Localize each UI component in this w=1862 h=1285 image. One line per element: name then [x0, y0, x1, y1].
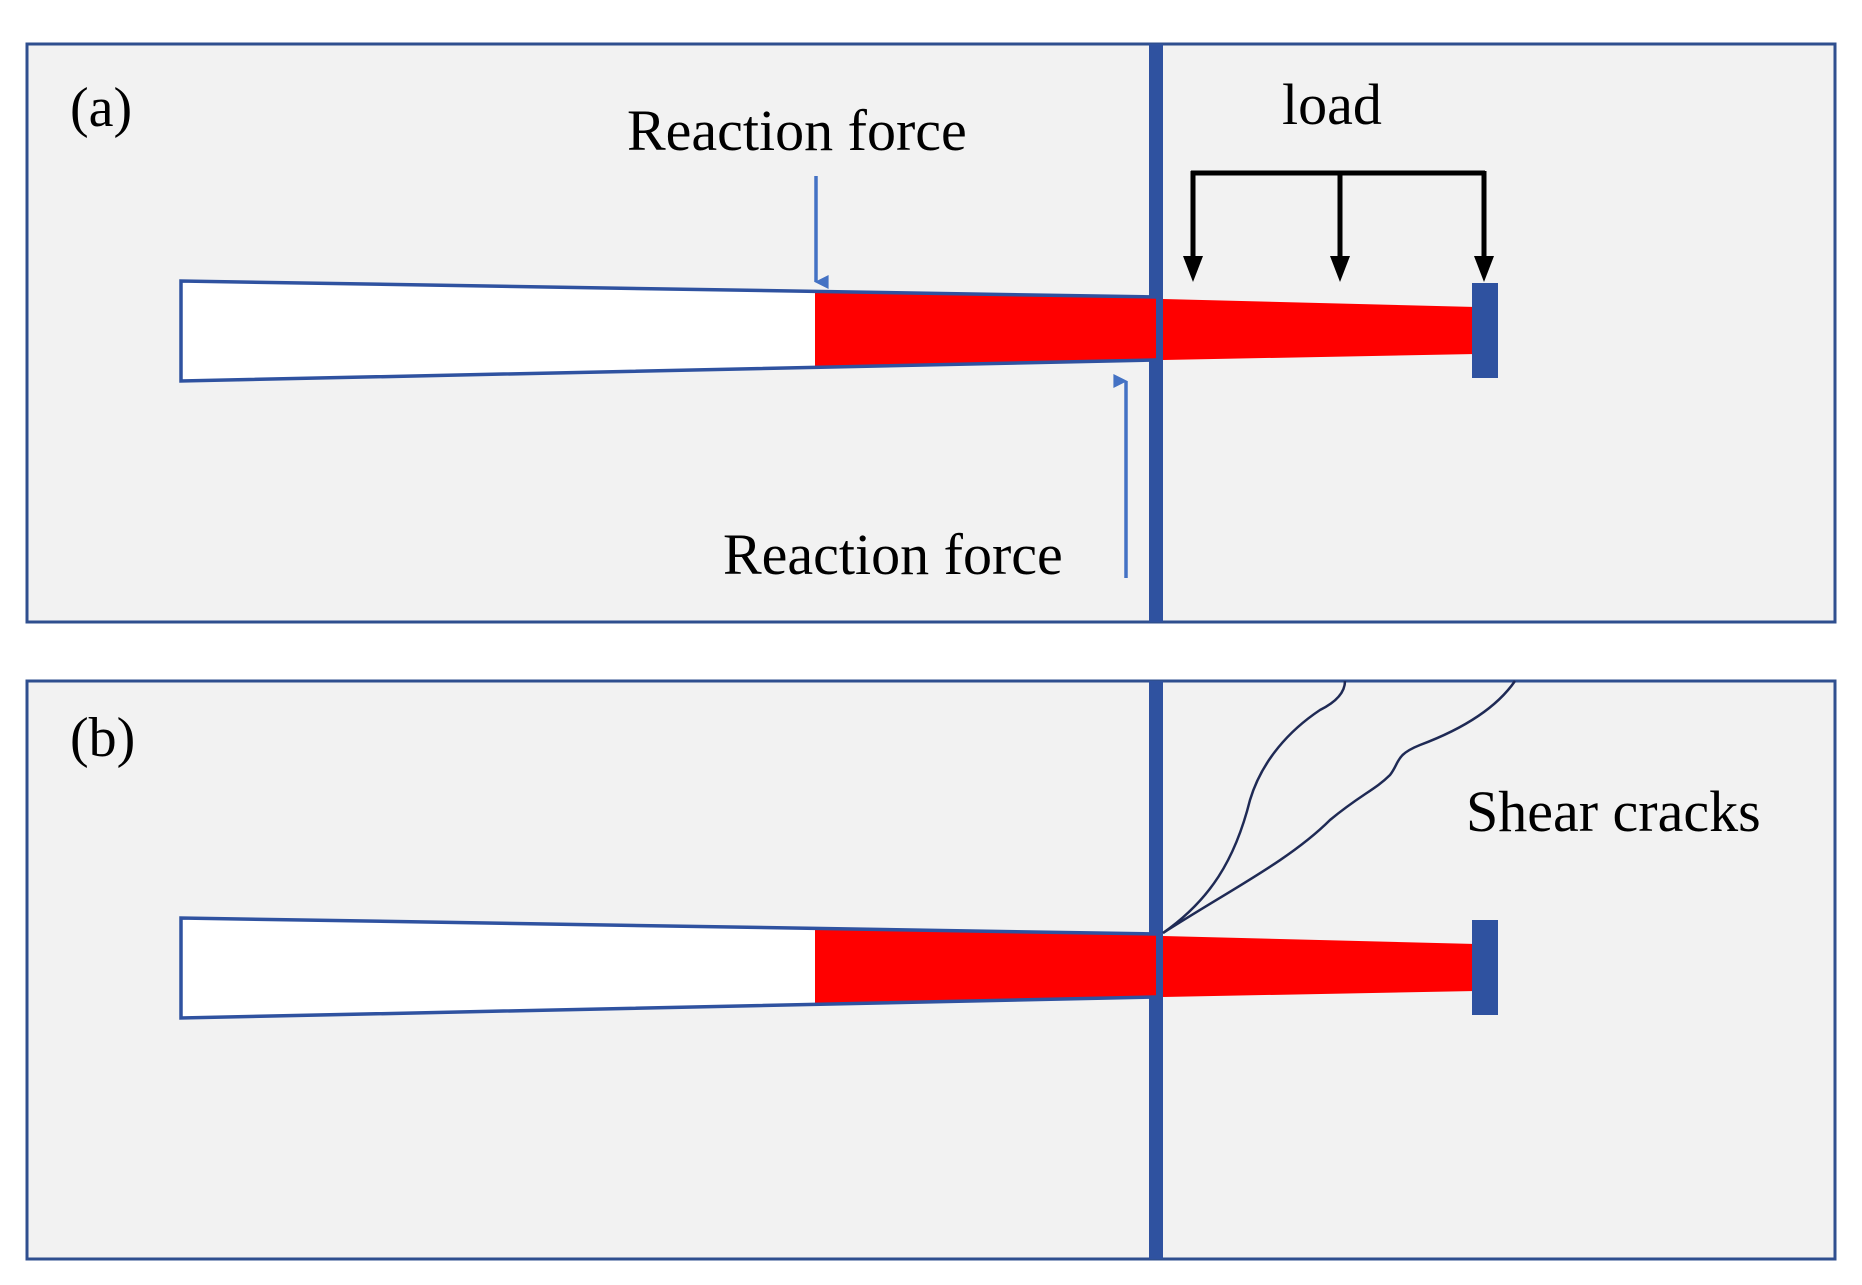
- load-label: load: [1282, 72, 1382, 137]
- panel-b-bar-outline: [179, 916, 1157, 1020]
- panel-a-label: (a): [70, 77, 132, 139]
- panel-a-bar-outline: [179, 279, 1157, 383]
- shear-cracks-label: Shear cracks: [1466, 779, 1761, 844]
- panel-b-label: (b): [70, 707, 135, 769]
- panel-b: (b) Shear cracks: [25, 679, 1837, 1261]
- load-arrowhead-3: [1474, 256, 1494, 282]
- panel-b-bar-embedded-part: [815, 927, 1156, 1003]
- panel-a-load-arrows: [1183, 170, 1494, 282]
- panel-a-bar-free-part: [181, 281, 815, 381]
- panel-a-bar-embedded-part: [815, 290, 1156, 366]
- shear-crack-line-2: [1162, 680, 1517, 935]
- panel-b-bar-embedded-part-right: [1163, 936, 1476, 997]
- reaction-force-top-label: Reaction force: [627, 98, 967, 163]
- shear-crack-line-1: [1162, 680, 1347, 935]
- load-arrowhead-1: [1183, 256, 1203, 282]
- panel-b-end-plate: [1472, 920, 1498, 1015]
- panel-a: (a) Reaction force Reaction force load: [25, 42, 1837, 624]
- panel-a-bar-embedded-part-right: [1163, 299, 1476, 360]
- reaction-force-bottom-label: Reaction force: [723, 522, 1063, 587]
- load-arrowhead-2: [1330, 256, 1350, 282]
- panel-b-bar-free-part: [181, 918, 815, 1018]
- panel-a-end-plate: [1472, 283, 1498, 378]
